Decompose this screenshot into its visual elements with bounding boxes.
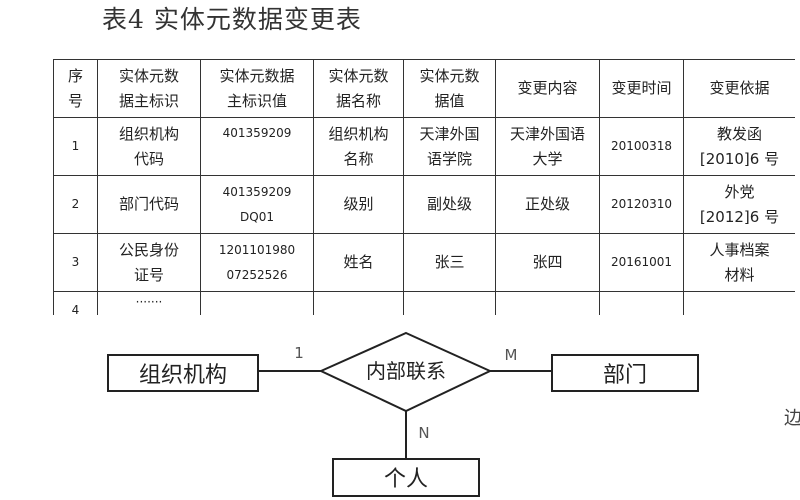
column-header: 变更内容 (495, 59, 600, 118)
table-cell: 外党 [2012]6 号 (683, 175, 795, 234)
column-header: 变更时间 (599, 59, 684, 118)
table-row: 3 公民身份 证号 1201101980 07252526 姓名 张三 张四 2… (53, 233, 795, 292)
table-cell (495, 291, 600, 315)
table-cell: 张四 (495, 233, 600, 292)
entity-person-box (332, 458, 480, 497)
table-cell: 2 (53, 175, 98, 234)
table-cell: 组织机构 名称 (313, 117, 404, 176)
table-cell (403, 291, 496, 315)
table-header-row: 序 号 实体元数 据主标识 实体元数据 主标识值 实体元数 据名称 实体元数 据… (53, 59, 795, 118)
cropped-text-fragment: 边 (784, 408, 800, 429)
entity-person-label: 个人 (384, 467, 428, 492)
table-cell: 1201101980 07252526 (200, 233, 314, 292)
column-header: 实体元数 据值 (403, 59, 496, 118)
table-cell: 401359209 DQ01 (200, 175, 314, 234)
metadata-change-table: 序 号 实体元数 据主标识 实体元数据 主标识值 实体元数 据名称 实体元数 据… (53, 59, 795, 315)
metadata-change-table-container: 序 号 实体元数 据主标识 实体元数据 主标识值 实体元数 据名称 实体元数 据… (53, 59, 795, 315)
relationship-diamond (318, 331, 493, 413)
relationship-label: 内部联系 (366, 359, 446, 383)
entity-org-label: 组织机构 (139, 363, 227, 388)
table-caption: 表4 实体元数据变更表 (102, 5, 362, 34)
column-header: 序 号 (53, 59, 98, 118)
table-cell: 20161001 (599, 233, 684, 292)
column-header: 实体元数据 主标识值 (200, 59, 314, 118)
table-cell: 天津外国语 大学 (495, 117, 600, 176)
table-cell: 天津外国 语学院 (403, 117, 496, 176)
cardinality-org-label: 1 (294, 344, 304, 362)
table-cell: 20100318 (599, 117, 684, 176)
entity-dept-box (551, 354, 699, 392)
entity-dept-label: 部门 (603, 363, 647, 388)
column-header: 变更依据 (683, 59, 795, 118)
table-cell: 部门代码 (97, 175, 201, 234)
table-row: 1 组织机构 代码 401359209 组织机构 名称 天津外国 语学院 天津外… (53, 117, 795, 176)
table-cell (683, 291, 795, 315)
column-header: 实体元数 据名称 (313, 59, 404, 118)
cardinality-person-label: N (418, 424, 429, 442)
table-cell: 级别 (313, 175, 404, 234)
table-cell: 张三 (403, 233, 496, 292)
table-cell: 教发函 [2010]6 号 (683, 117, 795, 176)
entity-org-box (107, 354, 259, 392)
table-cell: 姓名 (313, 233, 404, 292)
table-row: 4 ······· (53, 291, 795, 315)
cardinality-dept-label: M (505, 346, 518, 364)
table-cell (200, 291, 314, 315)
table-cell: ······· (97, 291, 201, 315)
table-cell: 人事档案 材料 (683, 233, 795, 292)
table-cell (313, 291, 404, 315)
table-cell: 公民身份 证号 (97, 233, 201, 292)
table-row: 2 部门代码 401359209 DQ01 级别 副处级 正处级 2012031… (53, 175, 795, 234)
